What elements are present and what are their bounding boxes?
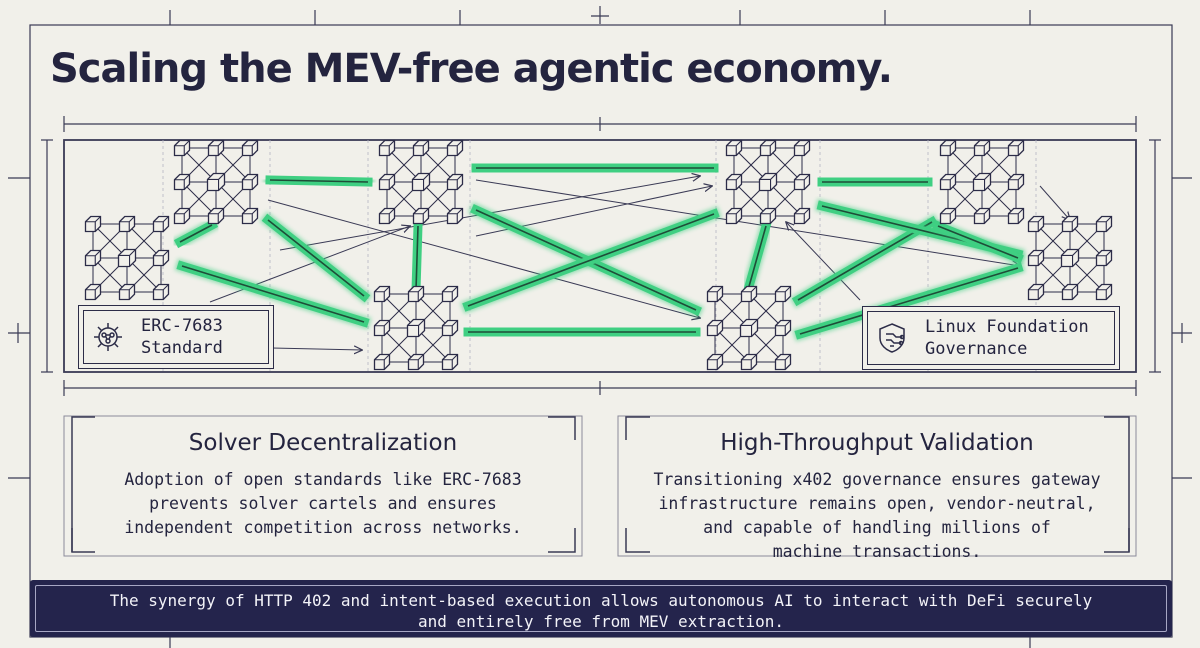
card-body-line: and capable of handling millions of [703,518,1051,537]
page-title: Scaling the MEV-free agentic economy. [50,46,893,92]
green-link [930,218,1026,266]
flow-arrow [271,348,362,350]
flow-arrow [475,179,1020,266]
card-body-solver: Adoption of open standards like ERC-7683… [64,468,582,540]
card-body-validation: Transitioning x402 governance ensures ga… [618,468,1136,564]
green-link [789,213,941,309]
green-link [263,173,375,189]
card-body-line: Adoption of open standards like ERC-7683 [124,470,522,489]
green-link [174,258,372,330]
cube-cluster-icon [173,139,259,225]
label-right-line1: Linux Foundation [925,317,1089,337]
green-link [259,211,373,305]
card-body-line: machine transactions. [772,542,982,561]
card-title-solver: Solver Decentralization [188,430,458,456]
card-body-line: Transitioning x402 governance ensures ga… [653,470,1101,489]
card-title-validation: High-Throughput Validation [720,430,1034,456]
cube-cluster-icon [706,285,792,371]
outer-border [29,24,1173,638]
label-left-line1: ERC-7683 [141,316,223,336]
card-body-line: infrastructure remains open, vendor-neut… [658,494,1096,513]
banner-line2: and entirely free from MEV extraction. [417,612,785,631]
green-link [740,218,774,298]
cube-cluster-icon [725,139,811,225]
label-left-line2: Standard [141,338,223,358]
cube-cluster-icon [1027,215,1113,301]
flow-arrow [267,199,700,318]
green-link [460,206,722,314]
flow-arrow [1039,185,1070,220]
green-link [171,216,221,251]
diagram-area [63,139,1137,373]
card-frame-left [63,415,583,557]
shield-circuit-icon [879,323,905,353]
label-right-line2: Governance [925,339,1028,359]
cube-cluster-icon [373,285,459,371]
label-erc-7683: ERC-7683 Standard [78,305,274,369]
cube-cluster-icon [378,139,464,225]
gear-network-icon [94,323,122,351]
card-body-line: independent competition across networks. [124,518,522,537]
cube-cluster-icon [84,215,170,301]
summary-banner: The synergy of HTTP 402 and intent-based… [30,580,1172,637]
banner-line1: The synergy of HTTP 402 and intent-based… [109,591,1093,610]
card-body-line: prevents solver cartels and ensures [149,494,497,513]
cube-cluster-icon [939,139,1025,225]
green-link [792,260,1026,342]
green-link [409,219,425,297]
flow-arrow [786,222,861,301]
card-frame-right [617,415,1137,557]
label-linux-foundation: Linux Foundation Governance [862,306,1120,370]
